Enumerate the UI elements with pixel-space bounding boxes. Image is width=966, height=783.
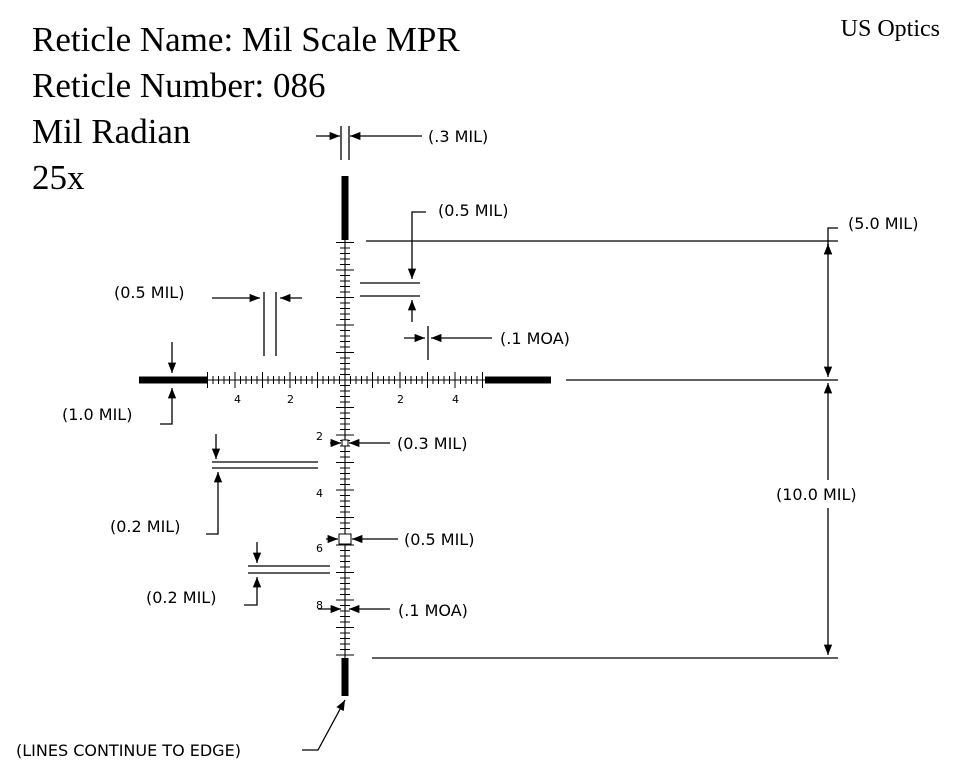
span-dimensions xyxy=(366,227,838,659)
lower-tick-label: (.1 MOA) xyxy=(398,601,468,620)
line-a-label: (0.2 MIL) xyxy=(110,517,180,536)
box-small-label: (0.3 MIL) xyxy=(397,434,467,453)
post-thickness-label: (1.0 MIL) xyxy=(62,405,132,424)
brand-label: US Optics xyxy=(840,16,940,42)
left-spacing-dimension xyxy=(212,292,302,356)
reticle-number: Reticle Number: 086 xyxy=(32,66,326,105)
large-box-marker xyxy=(338,533,352,545)
line-b-dimension xyxy=(244,542,330,606)
left-spacing-label: (0.5 MIL) xyxy=(114,283,184,302)
v-label-8: 8 xyxy=(316,599,323,612)
unit-label: Mil Radian xyxy=(32,112,191,151)
v-label-6: 6 xyxy=(316,542,323,555)
edge-note-leader xyxy=(302,699,346,751)
edge-note-label: (LINES CONTINUE TO EDGE) xyxy=(16,741,241,760)
reticle-name: Reticle Name: Mil Scale MPR xyxy=(32,20,460,59)
v-label-4: 4 xyxy=(316,487,323,500)
v-label-2: 2 xyxy=(316,430,323,443)
h-label-right-2: 2 xyxy=(397,393,404,406)
h-label-left-2: 2 xyxy=(287,393,294,406)
h-label-right-4: 4 xyxy=(452,393,459,406)
line-a-dimension xyxy=(206,434,318,535)
small-tick-label: (.1 MOA) xyxy=(500,329,570,348)
box-large-label: (0.5 MIL) xyxy=(404,530,474,549)
post-thickness-dimension xyxy=(160,342,177,425)
magnification-label: 25x xyxy=(32,158,85,197)
top-spacing-label: (0.5 MIL) xyxy=(438,201,508,220)
post-width-dimension xyxy=(316,126,422,160)
post-width-label: (.3 MIL) xyxy=(428,127,488,146)
line-b-label: (0.2 MIL) xyxy=(146,588,216,607)
small-tick-dimension xyxy=(404,326,492,360)
small-box-marker xyxy=(341,439,349,447)
top-spacing-dimension xyxy=(360,211,426,322)
h-label-left-4: 4 xyxy=(234,393,241,406)
horizontal-tick-scale xyxy=(207,372,483,388)
top-span-label: (5.0 MIL) xyxy=(848,214,918,233)
total-span-label: (10.0 MIL) xyxy=(776,485,857,504)
